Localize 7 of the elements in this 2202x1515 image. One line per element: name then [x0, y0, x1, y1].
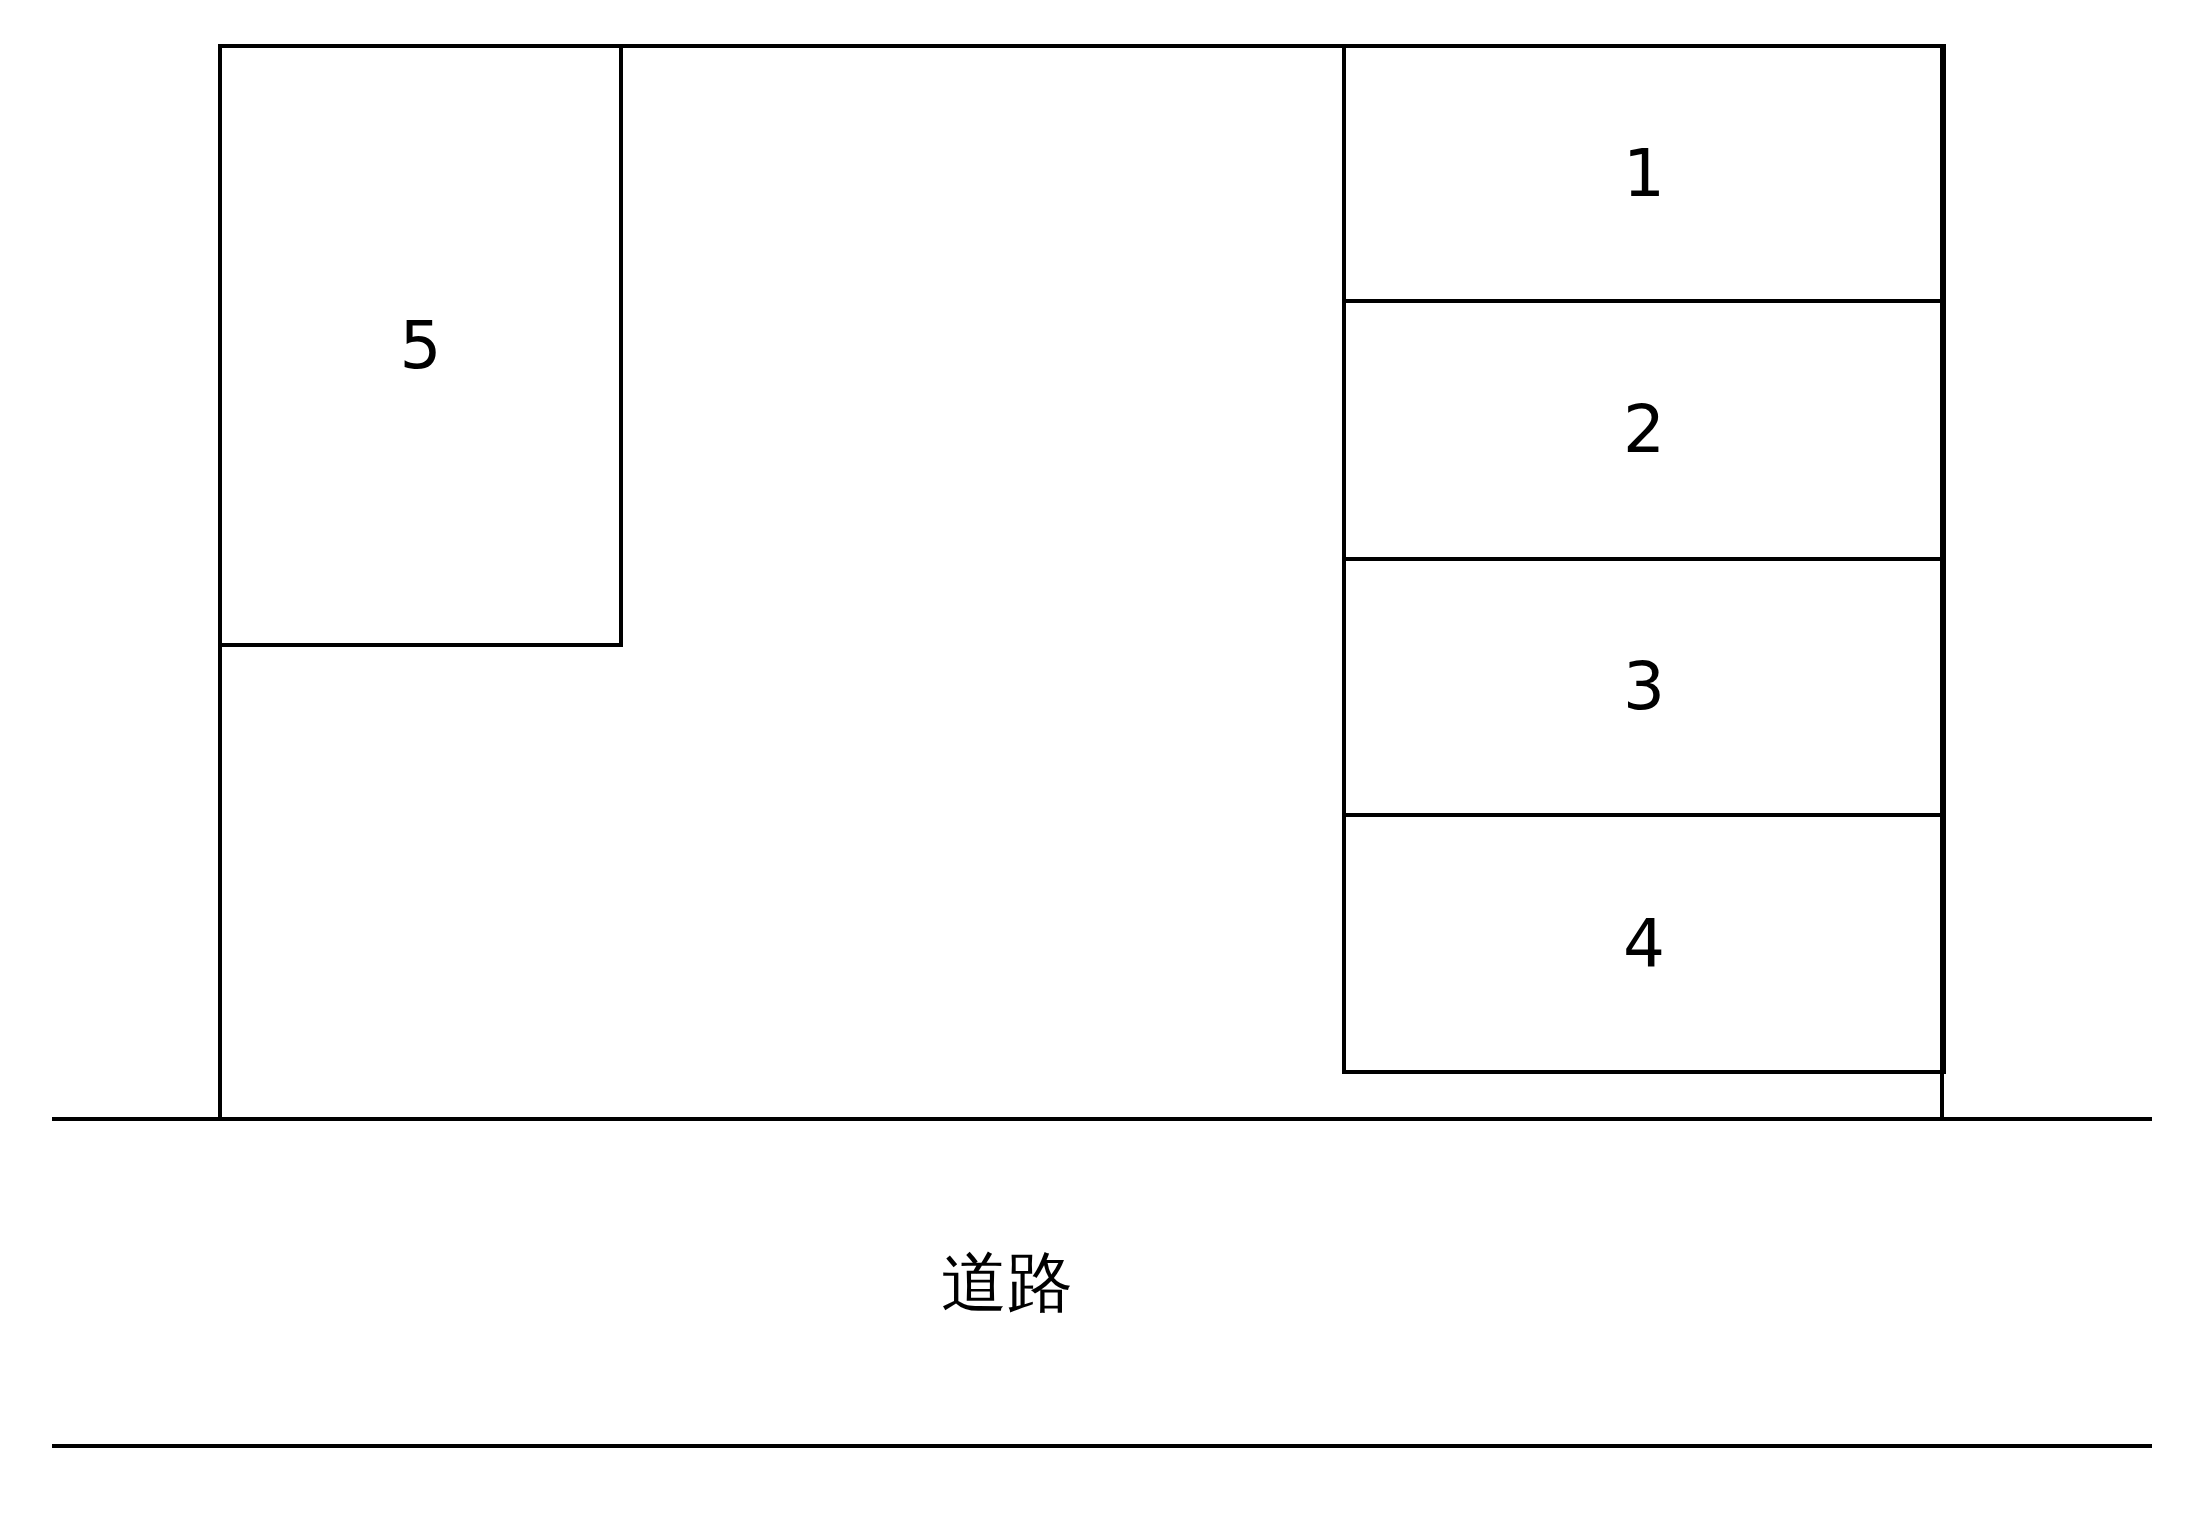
space-number: 3: [1622, 654, 1666, 720]
road-band: [52, 1117, 2152, 1448]
space-number: 4: [1622, 910, 1666, 977]
space-number: 2: [1622, 397, 1666, 463]
space-number: 1: [1622, 140, 1666, 207]
road-label: 道路: [940, 1249, 1074, 1316]
space-number: 5: [398, 312, 443, 379]
